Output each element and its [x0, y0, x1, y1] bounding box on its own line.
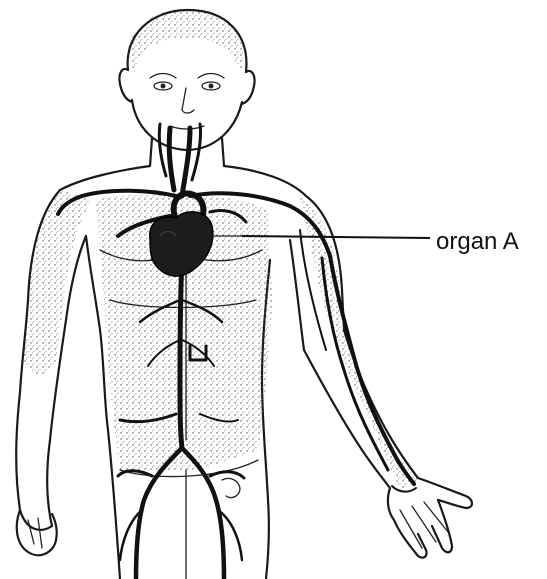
- head: [119, 10, 254, 150]
- right-hand: [388, 478, 472, 558]
- organ-a-pointer-line: [242, 236, 430, 238]
- organ-a-label: organ A: [436, 228, 519, 256]
